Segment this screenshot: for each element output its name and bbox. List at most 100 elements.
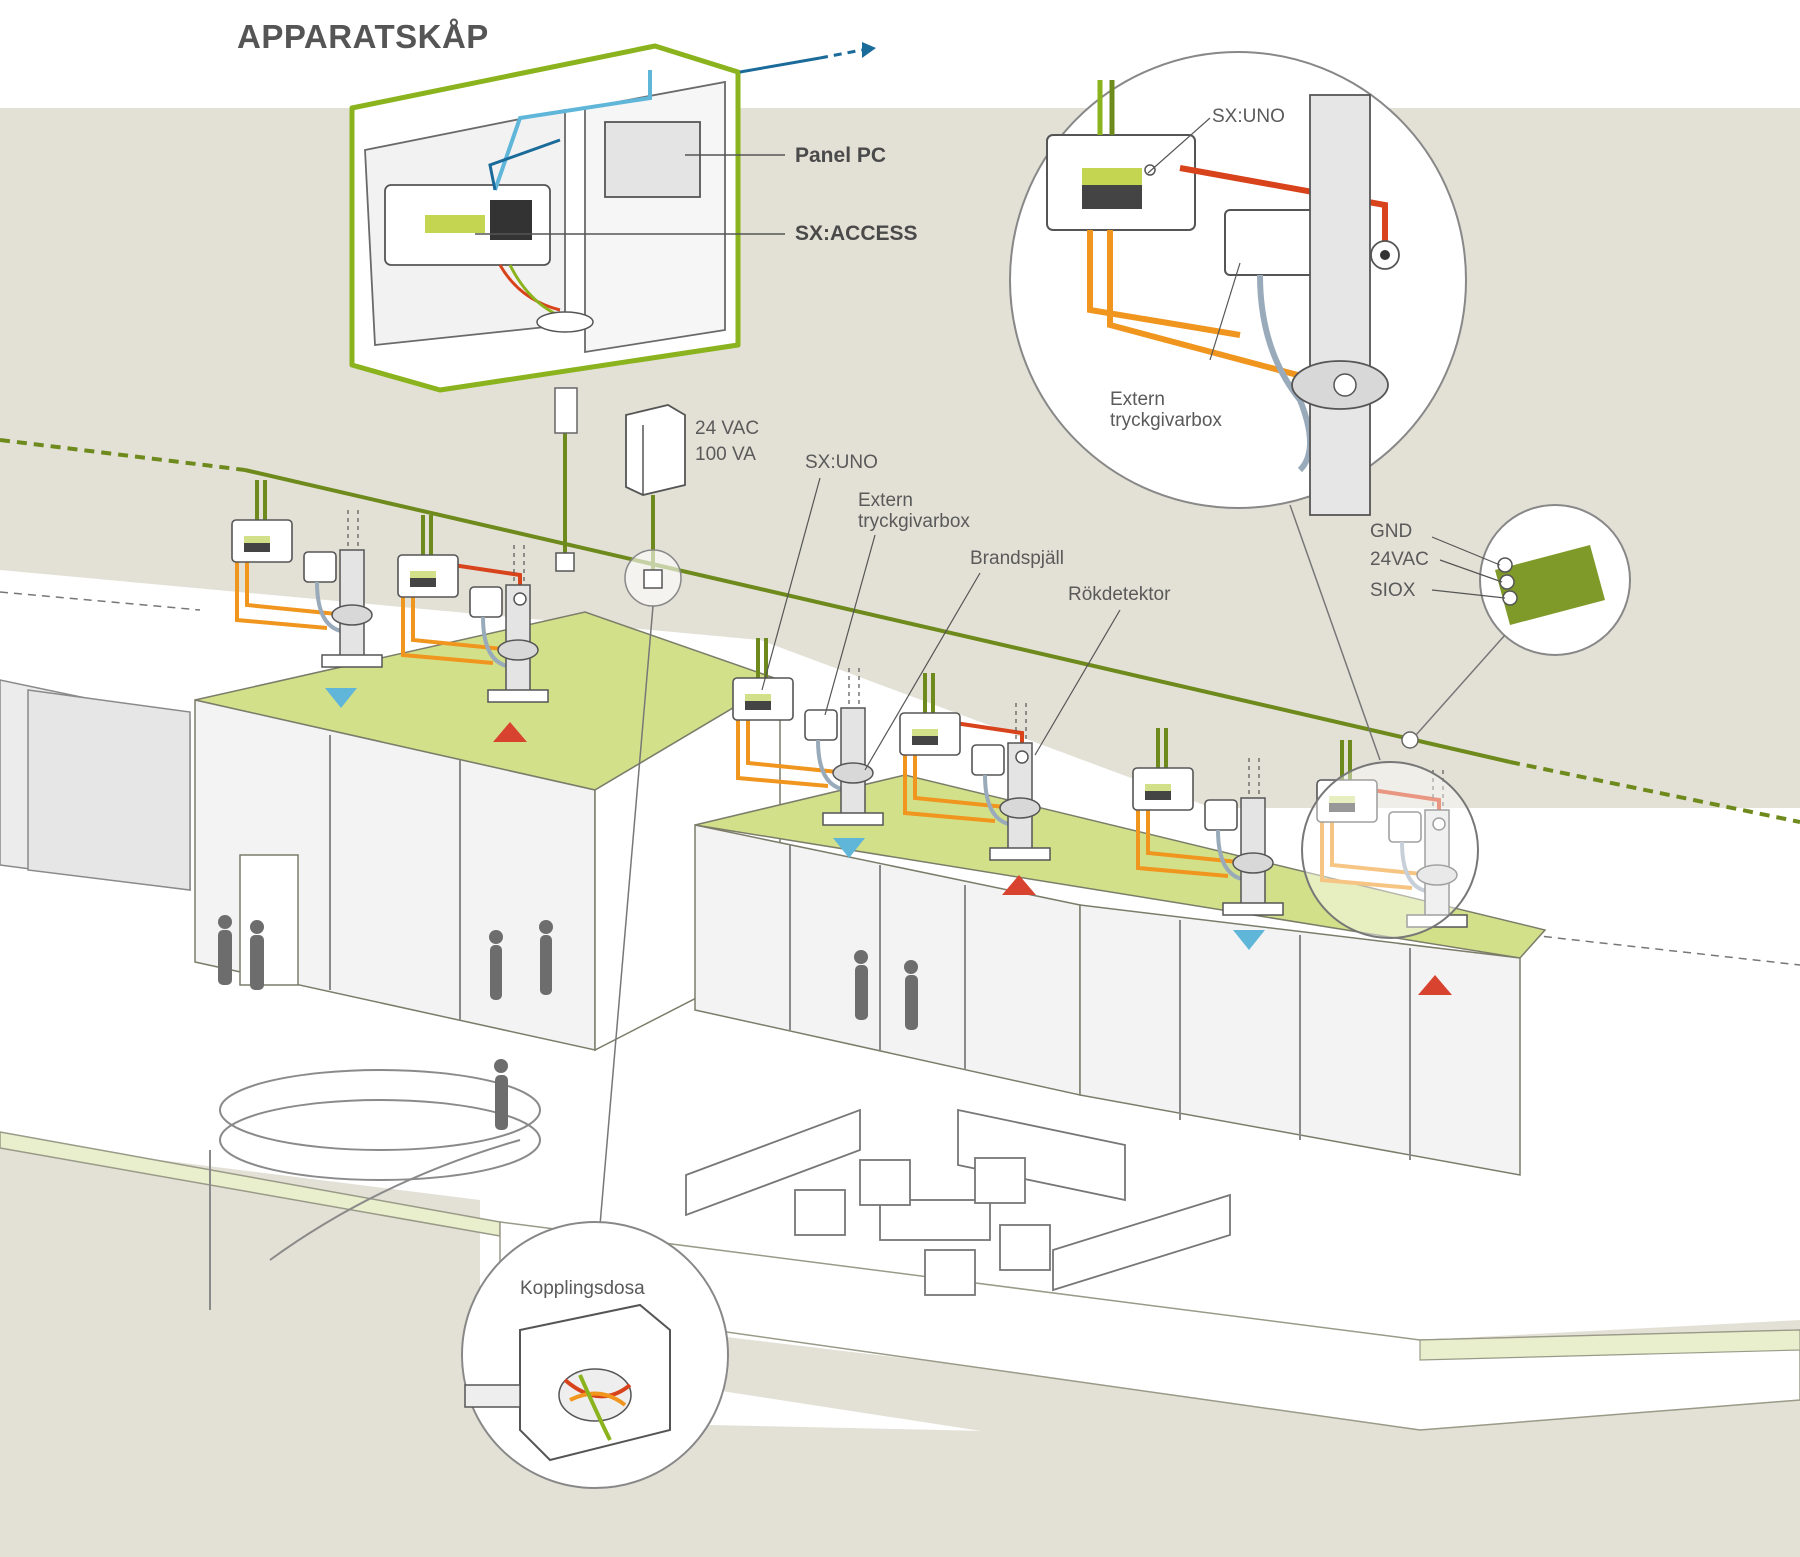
detail-extern-line1: Extern (1110, 389, 1165, 410)
panel-pc-label: Panel PC (795, 144, 886, 167)
duct-mount-plate (989, 847, 1051, 861)
sx-uno-display (1145, 784, 1171, 791)
pressure-sensor-box (469, 586, 503, 618)
pressure-sensor-box (1204, 799, 1238, 831)
network-arrow-head (862, 42, 876, 58)
lounge-area (685, 1108, 1231, 1296)
smoke-detector (1432, 817, 1446, 831)
power-supply-unit (625, 404, 686, 496)
duct-mount-plate (487, 689, 549, 703)
smoke-detector (1015, 750, 1029, 764)
smoke-detector (513, 592, 527, 606)
detail-circle-sx-uno (1009, 51, 1467, 516)
exhaust-air-indicator (493, 722, 527, 742)
siox-label: SIOX (1370, 580, 1416, 601)
extern-callout-line2: tryckgivarbox (858, 511, 970, 532)
supply-air-indicator (833, 838, 865, 858)
sx-uno-callout: SX:UNO (805, 452, 878, 473)
detail-sx-uno-label: SX:UNO (1212, 106, 1285, 127)
detail-circle-cable (1431, 504, 1631, 656)
power-cable (1136, 808, 1229, 878)
cable-circle-connector (1415, 634, 1506, 736)
kopplingsdosa-label: Kopplingsdosa (520, 1278, 645, 1299)
brandspjall-callout: Brandspjäll (970, 548, 1064, 569)
left-office-glass (27, 689, 191, 891)
siox-bus-dashed-left (0, 438, 246, 472)
power-cable (913, 753, 1016, 810)
detail-highlight-ring (1301, 761, 1479, 939)
sx-access-label: SX:ACCESS (795, 222, 918, 245)
power-cable (746, 718, 849, 775)
sx-uno-display (912, 729, 938, 736)
sx-uno-screen (244, 543, 270, 552)
sx-uno-screen (1329, 803, 1355, 812)
network-arrow-line (739, 56, 821, 74)
detail-circle-kopplingsdosa (461, 1221, 729, 1489)
supply-air-indicator (1233, 930, 1265, 950)
extern-leader (824, 534, 876, 716)
vac-label: 24VAC (1370, 549, 1429, 570)
lower-floor-white (0, 1140, 1800, 1557)
power-cable (1320, 820, 1413, 890)
fire-damper (1416, 864, 1458, 886)
sx-uno-display (1329, 796, 1355, 803)
power-cable (1146, 808, 1249, 865)
damper-units (231, 480, 1468, 928)
fire-damper (832, 762, 874, 784)
sx-uno-screen (912, 736, 938, 745)
panel-pc-screen (604, 121, 701, 198)
spiral-staircase (209, 1069, 541, 1310)
bus-junction-box-2 (643, 569, 663, 589)
fire-damper (999, 797, 1041, 819)
detail-circle-connector (1289, 504, 1381, 761)
junction-circle-connector (599, 605, 654, 1226)
sx-uno-screen (410, 578, 436, 587)
network-arrow-dashed (819, 48, 863, 60)
power-cable (736, 718, 829, 788)
sx-uno-display (244, 536, 270, 543)
rokdetektor-leader (1034, 609, 1121, 756)
power-cable (401, 595, 494, 665)
people-silhouettes (218, 915, 918, 1130)
apparatskap-cabinet (349, 43, 741, 434)
brandspjall-leader (864, 572, 981, 771)
duct-mount-plate (1222, 902, 1284, 916)
power-cable (411, 595, 514, 652)
power-cable (235, 560, 328, 630)
open-floor-plate-edge (1419, 1329, 1800, 1361)
sx-uno-display (410, 571, 436, 578)
page-title: APPARATSKÅP (237, 18, 489, 55)
pressure-sensor-box (971, 744, 1005, 776)
pressure-sensor-box (1388, 811, 1422, 843)
cable-tap-point (1401, 731, 1419, 749)
fire-damper (331, 604, 373, 626)
siox-bus-dashed-right (1509, 760, 1800, 824)
office-door (239, 854, 299, 986)
psu-voltage-label: 24 VAC (695, 418, 759, 439)
detail-extern-line2: tryckgivarbox (1110, 410, 1222, 431)
power-cable (903, 753, 996, 823)
psu-power-label: 100 VA (695, 444, 756, 465)
power-cable (1330, 820, 1433, 877)
gnd-label: GND (1370, 521, 1412, 542)
exhaust-air-indicator (1002, 875, 1036, 895)
bus-junction-box (555, 552, 575, 572)
exhaust-air-indicator (1418, 975, 1452, 995)
floor-dashed-line (1529, 934, 1800, 966)
duct-mount-plate (822, 812, 884, 826)
duct-mount-plate (1406, 914, 1468, 928)
fire-damper (497, 639, 539, 661)
floor-dashed-line (0, 591, 201, 611)
supply-air-indicator (325, 688, 357, 708)
sx-uno-screen (745, 701, 771, 710)
siox-bus-line (244, 468, 1511, 764)
sx-uno-leader (761, 477, 821, 691)
sx-uno-display (745, 694, 771, 701)
rokdetektor-callout: Rökdetektor (1068, 584, 1171, 605)
pressure-sensor-box (303, 551, 337, 583)
fire-damper (1232, 852, 1274, 874)
duct-mount-plate (321, 654, 383, 668)
power-cable (245, 560, 348, 617)
extern-callout-line1: Extern (858, 490, 913, 511)
sx-uno-screen (1145, 791, 1171, 800)
